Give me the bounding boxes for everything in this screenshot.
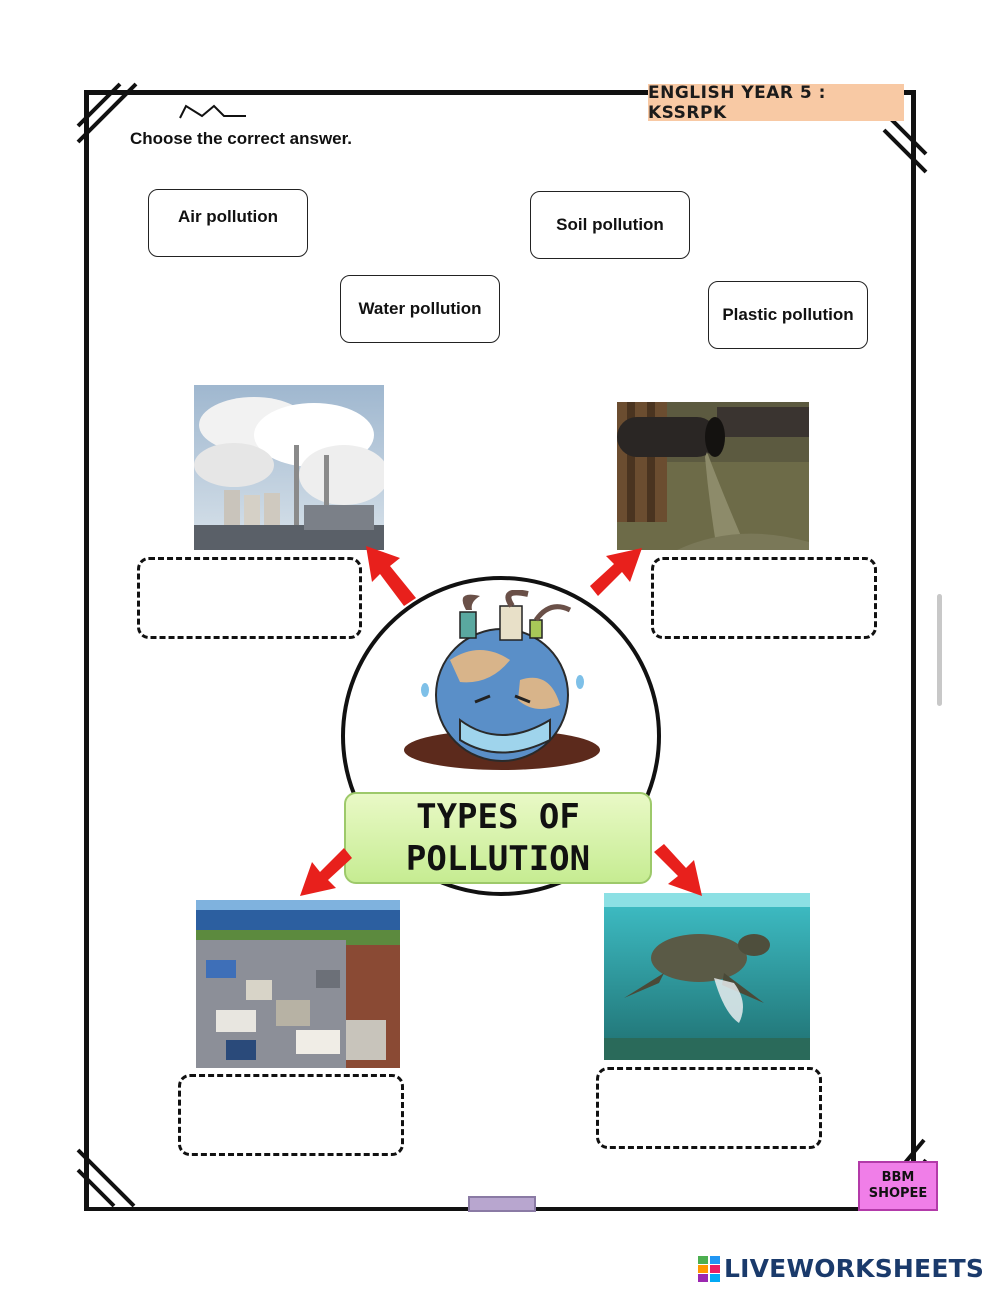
badge-line-2: SHOPEE	[868, 1186, 928, 1201]
answer-box-turtle[interactable]	[596, 1067, 822, 1149]
landfill-garbage-image	[196, 900, 400, 1068]
corner-decoration-icon	[882, 116, 928, 174]
word-option-air-pollution[interactable]: Air pollution	[148, 189, 308, 257]
word-option-soil-pollution[interactable]: Soil pollution	[530, 191, 690, 259]
corner-decoration-icon	[76, 1148, 136, 1208]
arrow-up-left-icon	[366, 546, 416, 606]
sewage-pipe-image	[617, 402, 809, 550]
shop-badge: BBM SHOPEE	[858, 1161, 938, 1211]
answer-box-factory[interactable]	[137, 557, 362, 639]
label-line-1: TYPES OF	[416, 797, 580, 837]
sick-earth-icon	[404, 590, 600, 770]
instruction-text: Choose the correct answer.	[130, 129, 353, 148]
frame-left	[84, 92, 89, 1210]
types-of-pollution-label: TYPES OF POLLUTION	[344, 792, 652, 884]
brand-logo[interactable]: LIVEWORKSHEETS	[698, 1254, 984, 1283]
live-blocks-icon	[698, 1255, 720, 1282]
page-tab[interactable]	[468, 1196, 536, 1212]
brand-name: LIVEWORKSHEETS	[724, 1254, 985, 1283]
arrow-down-right-icon	[654, 844, 702, 896]
word-option-plastic-pollution[interactable]: Plastic pollution	[708, 281, 868, 349]
scribble-mark-icon	[179, 104, 246, 119]
frame-right	[911, 92, 916, 1210]
word-option-water-pollution[interactable]: Water pollution	[340, 275, 500, 343]
turtle-plastic-image	[604, 893, 810, 1060]
frame-top	[84, 90, 916, 95]
label-line-2: POLLUTION	[405, 839, 591, 879]
arrow-up-right-icon	[590, 548, 642, 596]
arrow-down-left-icon	[300, 848, 352, 896]
answer-box-pipe[interactable]	[651, 557, 877, 639]
badge-line-1: BBM	[881, 1170, 915, 1185]
scrollbar-thumb[interactable]	[937, 594, 942, 706]
answer-box-landfill[interactable]	[178, 1074, 404, 1156]
factory-smoke-image	[194, 385, 384, 550]
course-tag: ENGLISH YEAR 5 : KSSRPK	[648, 83, 904, 123]
corner-decoration-icon	[76, 82, 138, 144]
